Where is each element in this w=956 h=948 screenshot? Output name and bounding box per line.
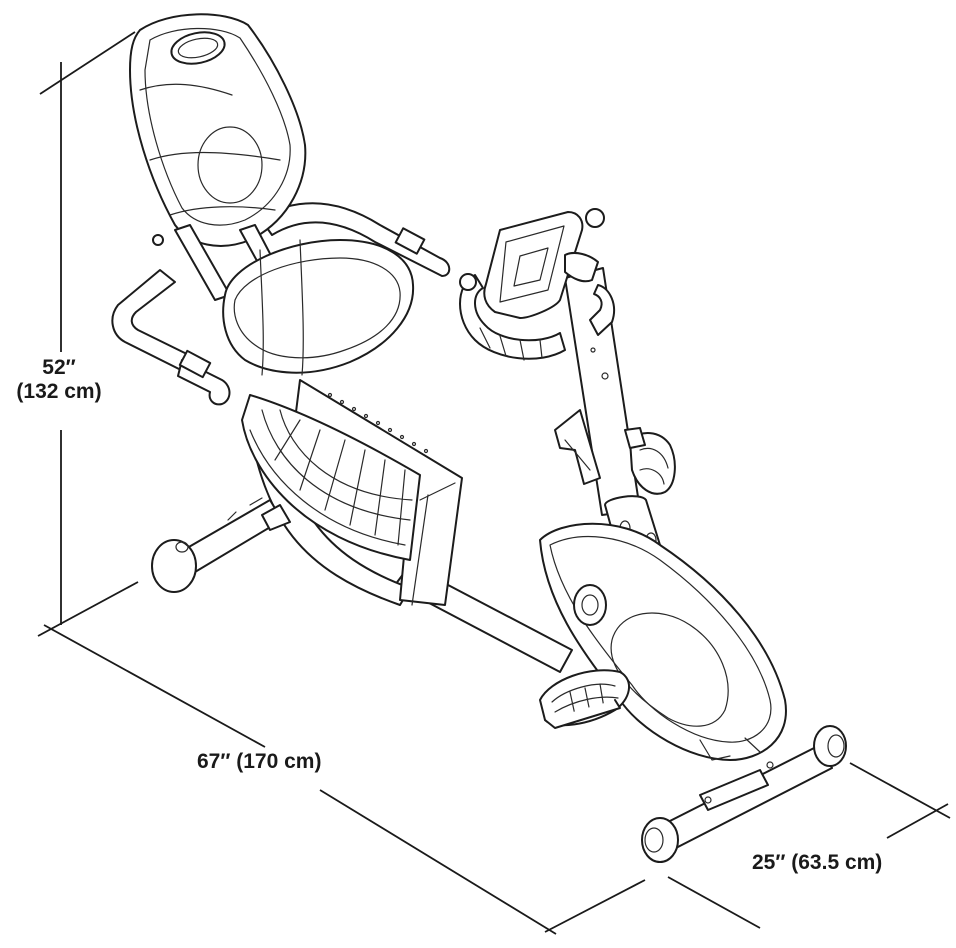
pedal-right [539, 669, 630, 729]
height-metric: (132 cm) [16, 380, 102, 404]
height-dimension-lines [37, 31, 139, 637]
height-imperial: 52″ [42, 356, 76, 379]
pedal-left [624, 427, 676, 495]
front-stabilizer [641, 725, 847, 863]
storage-basket [241, 394, 421, 561]
rail-holes [327, 392, 429, 454]
height-dimension-label: 52″ (132 cm) [8, 356, 110, 404]
width-dimension-label: 25″ (63.5 cm) [752, 851, 883, 874]
water-bottle-holder [554, 409, 601, 485]
seat-cushion [222, 239, 415, 376]
front-handlebars [459, 273, 616, 361]
width-dimension-lines [667, 762, 951, 929]
length-dimension-lines [43, 624, 646, 935]
flywheel-housing [539, 522, 787, 761]
seat-handlebars [111, 202, 451, 406]
console-display [483, 208, 605, 319]
length-dimension-label: 67″ (170 cm) [197, 750, 322, 773]
